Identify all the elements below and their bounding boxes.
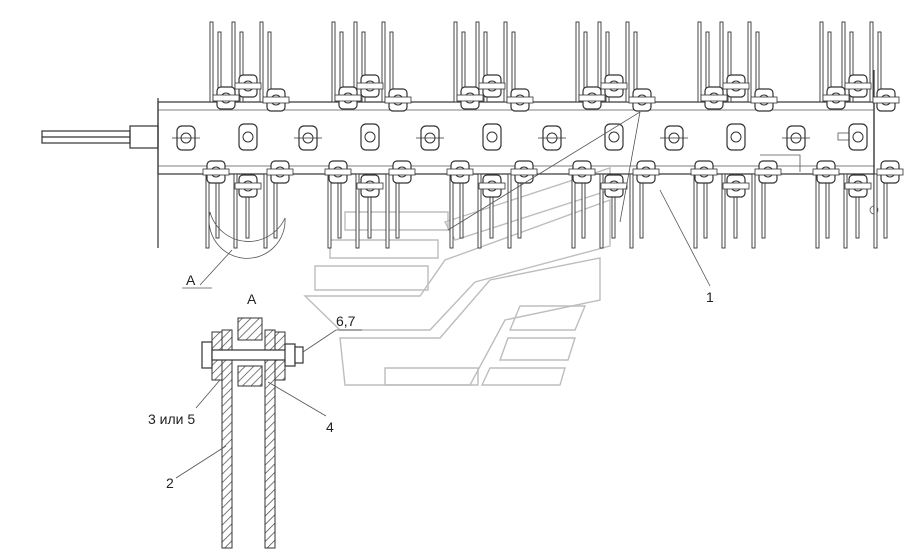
detail-a-title: A xyxy=(247,291,257,307)
center-bolt xyxy=(482,123,502,151)
disc-group xyxy=(690,21,782,249)
callout-2-label: 2 xyxy=(166,475,174,491)
callout-6-7-label: 6,7 xyxy=(336,313,356,329)
view-a-label: A xyxy=(186,272,196,288)
center-bolt xyxy=(294,125,322,151)
disc-group xyxy=(324,21,416,249)
disc-group xyxy=(568,21,660,249)
center-bolt xyxy=(360,123,380,151)
plate-left xyxy=(221,329,233,549)
center-bolt xyxy=(538,125,566,151)
center-bolt xyxy=(848,123,868,151)
plate-right xyxy=(264,329,276,549)
center-bolts xyxy=(172,123,868,151)
center-bolt xyxy=(726,123,746,151)
detail-a: A 6,7 3 или 5 4 2 xyxy=(148,291,362,549)
bolt-shank xyxy=(211,349,296,361)
disc-groups xyxy=(202,21,904,249)
disc-group xyxy=(202,21,294,249)
center-bolt xyxy=(416,125,444,151)
nut xyxy=(284,343,296,367)
callout-1-leaders: 1 xyxy=(447,111,714,305)
center-bolt xyxy=(238,123,258,151)
callout-1-label: 1 xyxy=(706,289,714,305)
center-bolt xyxy=(660,125,688,151)
center-bolt xyxy=(172,125,200,151)
disc-group xyxy=(446,21,538,249)
disc-group xyxy=(812,21,904,249)
callout-3-or-5-label: 3 или 5 xyxy=(148,411,195,427)
view-a-marker: A xyxy=(182,211,286,289)
center-bolt xyxy=(782,125,810,151)
callout-4-label: 4 xyxy=(326,419,334,435)
bolt-head xyxy=(201,341,213,369)
watermark-logo xyxy=(303,167,611,386)
